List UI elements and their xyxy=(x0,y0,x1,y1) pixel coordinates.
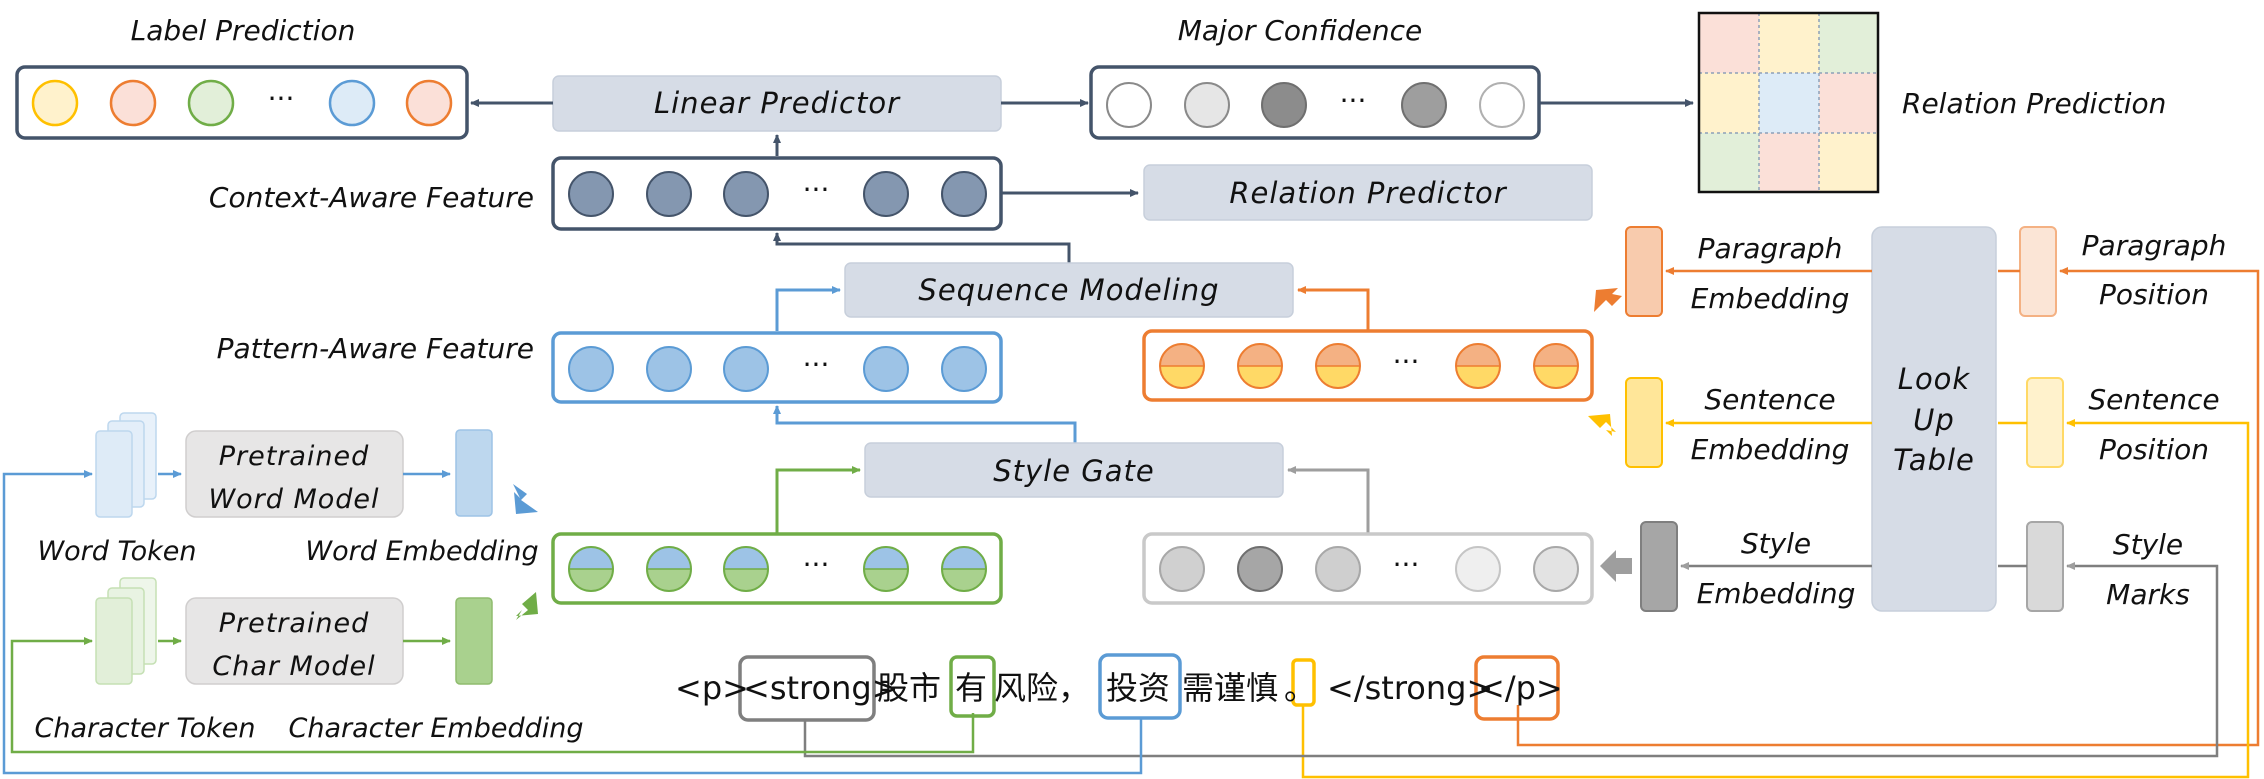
block-arrow-orange xyxy=(1594,288,1622,312)
sequence-modeling-label: Sequence Modeling xyxy=(918,273,1219,307)
period-highlight xyxy=(1291,658,1316,707)
relation-prediction-grid xyxy=(1697,11,1880,194)
paragraph-embedding-label-2: Embedding xyxy=(1691,282,1850,315)
ellipsis: ··· xyxy=(1393,345,1420,378)
style-marks-block xyxy=(2026,521,2064,612)
input-sentence: <p><strong>股市有风险，投资需谨慎。</strong></p> xyxy=(675,653,1563,722)
paragraph-embedding-label-1: Paragraph xyxy=(1698,232,1843,265)
pretrained-word-model-line1: Pretrained xyxy=(219,441,370,472)
pretrained-char-model-line1: Pretrained xyxy=(219,608,370,639)
ellipsis: ··· xyxy=(803,348,830,381)
label-circle-yellow xyxy=(31,79,79,127)
strong-open-highlight xyxy=(738,655,876,722)
relation-predictor-box: Relation Predictor xyxy=(1143,164,1593,221)
ellipsis: ··· xyxy=(1340,84,1367,117)
arrow-position-to-seq xyxy=(1297,286,1370,331)
sentence-embedding-label-1: Sentence xyxy=(1704,383,1835,416)
word-token-stack xyxy=(95,412,157,518)
ellipsis: ··· xyxy=(1393,548,1420,581)
character-token-stack xyxy=(95,577,157,685)
arrow-pattern-to-seq xyxy=(775,286,841,331)
block-arrow-gray xyxy=(1600,550,1632,582)
pretrained-char-model-box: Pretrained Char Model xyxy=(185,597,404,685)
character-embedding-block xyxy=(455,597,493,685)
look-up-table-line2: Up xyxy=(1913,403,1955,437)
sentence-text: <p><strong>股市有风险，投资需谨慎。</strong></p> xyxy=(675,669,1563,707)
label-circle-orange xyxy=(109,79,157,127)
look-up-table-box: Look Up Table xyxy=(1871,226,1997,612)
ellipsis: ··· xyxy=(803,548,830,581)
linear-predictor-box: Linear Predictor xyxy=(552,75,1002,132)
label-circle-blue xyxy=(328,79,376,127)
style-gate-box: Style Gate xyxy=(864,442,1284,498)
line-period-to-sentence-position xyxy=(1301,419,2250,779)
relation-prediction-title: Relation Prediction xyxy=(1902,87,2166,120)
line-word-to-word-token xyxy=(2,470,1143,775)
arrow-word-char-to-gate xyxy=(775,466,861,534)
sentence-embedding-block xyxy=(1625,377,1663,468)
char-you-highlight xyxy=(949,655,996,718)
sentence-position-label-2: Position xyxy=(2099,433,2209,466)
arrow-gate-to-pattern xyxy=(773,405,1077,443)
sentence-position-label-1: Sentence xyxy=(2088,383,2219,416)
sentence-embedding-label-2: Embedding xyxy=(1691,433,1850,466)
line-strong-tag-to-style-marks xyxy=(803,562,2219,758)
style-embedding-label-1: Style xyxy=(1741,527,1811,560)
context-aware-feature-label: Context-Aware Feature xyxy=(209,181,534,214)
style-embedding-block xyxy=(1640,521,1678,612)
style-marks-label-2: Marks xyxy=(2106,578,2190,611)
major-confidence-box: ··· xyxy=(1089,65,1541,140)
look-up-table-line1: Look xyxy=(1898,362,1971,396)
paragraph-position-label-1: Paragraph xyxy=(2082,229,2227,262)
line-char-to-character-token xyxy=(10,637,975,754)
linear-predictor-label: Linear Predictor xyxy=(654,86,901,120)
major-confidence-title: Major Confidence xyxy=(1178,14,1423,47)
position-feature-box: ··· xyxy=(1142,329,1594,402)
style-feature-box: ··· xyxy=(1142,532,1594,605)
style-marks-label-1: Style xyxy=(2113,528,2183,561)
block-arrow-yellow xyxy=(1588,414,1616,436)
ellipsis: ··· xyxy=(268,82,295,115)
sequence-modeling-box: Sequence Modeling xyxy=(844,262,1294,318)
block-arrow-blue xyxy=(513,484,538,514)
paragraph-position-block xyxy=(2019,226,2057,317)
word-embedding-block xyxy=(455,429,493,517)
context-aware-feature-box: ··· xyxy=(551,156,1003,231)
word-char-feature-box: ··· xyxy=(551,532,1003,605)
character-embedding-label: Character Embedding xyxy=(288,713,583,744)
arrow-style-to-gate xyxy=(1287,466,1370,534)
style-gate-label: Style Gate xyxy=(993,454,1155,488)
word-touzi-highlight xyxy=(1098,653,1182,720)
pattern-aware-feature-box: ··· xyxy=(551,331,1003,404)
line-p-tag-to-paragraph-position xyxy=(1516,267,2260,747)
pattern-aware-feature-label: Pattern-Aware Feature xyxy=(217,332,534,365)
block-arrow-green xyxy=(516,592,538,620)
character-token-label: Character Token xyxy=(35,713,256,744)
arrow-seq-to-context xyxy=(773,232,1071,263)
ellipsis: ··· xyxy=(803,173,830,206)
paragraph-position-label-2: Position xyxy=(2099,278,2209,311)
label-circle-green xyxy=(187,79,235,127)
pretrained-word-model-box: Pretrained Word Model xyxy=(185,430,404,518)
style-embedding-label-2: Embedding xyxy=(1697,577,1856,610)
label-prediction-title: Label Prediction xyxy=(131,14,356,47)
p-close-highlight xyxy=(1474,655,1560,721)
relation-predictor-label: Relation Predictor xyxy=(1229,176,1507,210)
pretrained-word-model-line2: Word Model xyxy=(208,484,379,515)
look-up-table-line3: Table xyxy=(1893,443,1975,477)
word-embedding-label: Word Embedding xyxy=(305,536,538,567)
label-circle-orange-2 xyxy=(405,79,453,127)
label-prediction-box: ··· xyxy=(15,65,469,140)
sentence-position-block xyxy=(2026,377,2064,468)
paragraph-embedding-block xyxy=(1625,226,1663,317)
pretrained-char-model-line2: Char Model xyxy=(212,651,375,682)
word-token-label: Word Token xyxy=(37,536,196,567)
